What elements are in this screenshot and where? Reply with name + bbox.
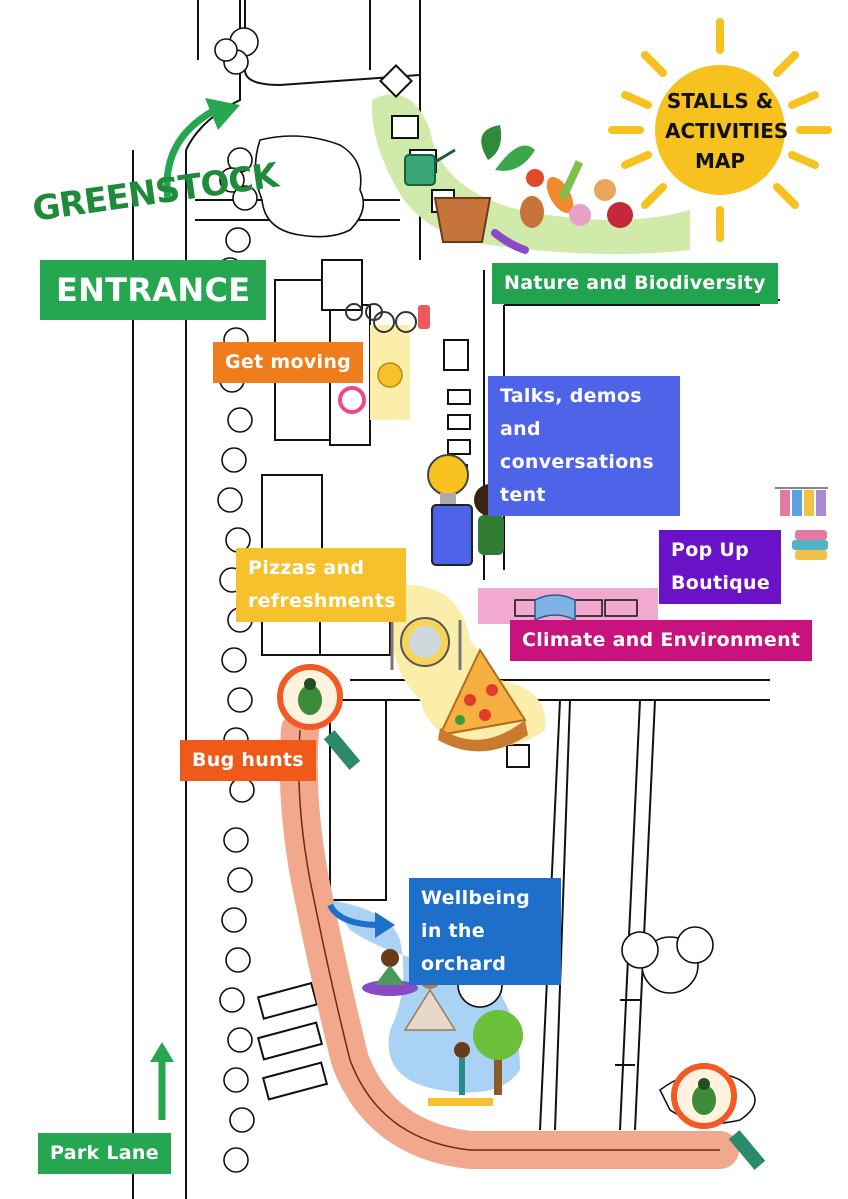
- sun-icon: [608, 18, 832, 242]
- label-wellbeing-in-the-orchard[interactable]: Wellbeing in the orchard: [409, 878, 561, 985]
- label-pizzas-and-refreshments[interactable]: Pizzas and refreshments: [236, 548, 406, 622]
- orchard-tree-icon: [473, 1010, 523, 1095]
- wellbeing-arrow-icon: [327, 903, 381, 928]
- headphones-icon: [338, 386, 366, 414]
- title-line-3: MAP: [694, 149, 746, 173]
- north-arrowhead-icon: [150, 1042, 174, 1062]
- caterpillar-icon: [491, 229, 529, 254]
- wellbeing-arrowhead-icon: [375, 912, 395, 938]
- label-nature-and-biodiversity[interactable]: Nature and Biodiversity: [492, 263, 778, 304]
- bug-magnifier-icon: [277, 664, 361, 770]
- entrance-arrowhead-icon: [205, 98, 240, 130]
- plate-icon: [390, 617, 462, 670]
- label-pop-up-boutique[interactable]: Pop Up Boutique: [659, 530, 781, 604]
- clothes-rack-icon: [775, 487, 828, 516]
- label-climate-and-environment[interactable]: Climate and Environment: [510, 620, 813, 661]
- label-park-lane: Park Lane: [38, 1133, 171, 1174]
- folded-clothes-icon: [792, 530, 828, 560]
- entrance-label[interactable]: ENTRANCE: [40, 260, 267, 320]
- park-lane-road: [132, 0, 241, 1199]
- title-line-2: ACTIVITIES: [665, 119, 789, 143]
- bug-magnifier-icon-2: [671, 1063, 766, 1170]
- pizza-icon: [438, 647, 528, 752]
- bicycle-icon: [345, 303, 417, 333]
- bug-hunt-trail-edges: [298, 729, 720, 1151]
- label-talks-tent[interactable]: Talks, demos and conversations tent: [488, 376, 680, 516]
- bulb-icon: [427, 454, 469, 507]
- label-bug-hunts[interactable]: Bug hunts: [180, 740, 316, 781]
- label-get-moving[interactable]: Get moving: [213, 342, 364, 383]
- plant-pot-icon: [433, 125, 535, 243]
- hedge: [214, 27, 365, 1173]
- entrance-arrow-icon: [163, 106, 217, 201]
- map-title: STALLS & ACTIVITIES MAP: [665, 86, 789, 176]
- title-line-1: STALLS &: [666, 89, 774, 113]
- vegetables-icon: [520, 160, 633, 228]
- tablet-icon: [431, 504, 473, 566]
- watering-can-icon: [404, 148, 456, 186]
- orchard-zone: [330, 900, 520, 1093]
- drink-icon: [418, 305, 430, 329]
- disco-ball-icon: [377, 362, 403, 388]
